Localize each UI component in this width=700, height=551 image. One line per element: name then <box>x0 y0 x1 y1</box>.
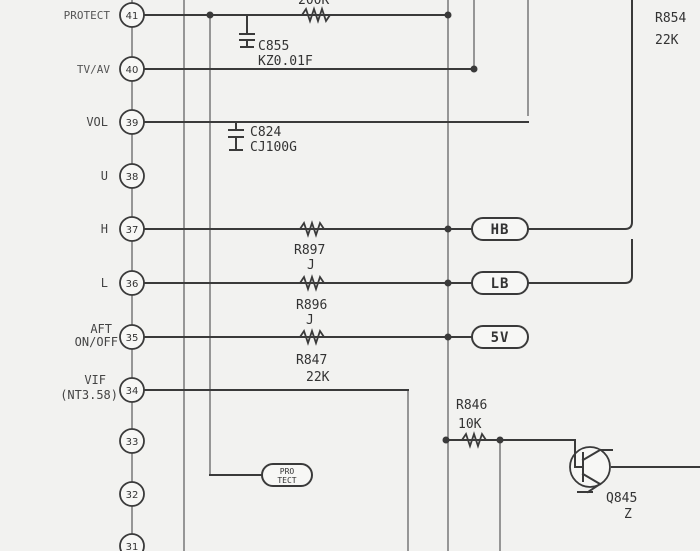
junction-dot <box>444 279 452 287</box>
pin-39: 39 VOL <box>86 109 145 135</box>
junction-dot <box>444 11 452 19</box>
pin-number: 39 <box>126 118 139 129</box>
pin-34: 34 VIF (NT3.58) <box>60 373 145 403</box>
label-r854: R854 <box>655 11 686 26</box>
label-r-top: 200K <box>298 0 329 8</box>
resistor-r846 <box>461 431 487 449</box>
pin-number: 31 <box>126 542 139 551</box>
pin-number: 33 <box>126 437 139 448</box>
label-c824-value: CJ100G <box>250 140 297 155</box>
label-q845-value: Z <box>624 507 632 522</box>
capacitor-c824 <box>228 121 244 151</box>
pin-label: L <box>101 276 108 290</box>
pin-37: 37 H <box>101 216 145 242</box>
pin-number: 41 <box>126 11 139 22</box>
connector-5v: 5V <box>471 325 529 349</box>
resistor-r897 <box>299 220 325 238</box>
pin-label-2: ON/OFF <box>75 335 118 349</box>
pin-number: 35 <box>126 333 139 344</box>
junction-dot <box>444 333 452 341</box>
label-c855-value: KZ0.01F <box>258 54 313 69</box>
connector-5v-label: 5V <box>491 330 510 346</box>
pin-number: 32 <box>126 490 139 501</box>
pin-40: 40 TV/AV <box>77 56 145 82</box>
pin-33: 33 <box>119 428 145 454</box>
label-r896-value: J <box>306 313 314 328</box>
junction-dot <box>496 436 504 444</box>
resistor-r896 <box>299 274 325 292</box>
label-r846: R846 <box>456 398 487 413</box>
pin-label: AFT <box>90 322 112 336</box>
connector-lb: LB <box>471 271 529 295</box>
resistor-200k <box>301 6 331 24</box>
label-r846-value: 10K <box>458 417 482 432</box>
pin-36: 36 L <box>101 270 145 296</box>
pin-label: U <box>101 169 108 183</box>
pin-label: TV/AV <box>77 63 110 76</box>
pin-label: H <box>101 222 108 236</box>
wire-r854-hb <box>527 0 633 230</box>
pin-38: 38 U <box>101 163 145 189</box>
pin-number: 38 <box>126 172 139 183</box>
capacitor-c855 <box>239 14 255 48</box>
pin-number: 37 <box>126 225 139 236</box>
transistor-q845 <box>569 439 613 494</box>
pin-35: 35 AFT ON/OFF <box>75 322 145 350</box>
pin-label: VIF <box>84 373 106 387</box>
pin-number: 34 <box>126 386 139 397</box>
pin-number: 36 <box>126 279 139 290</box>
pin-number: 40 <box>126 65 139 76</box>
label-r897-value: J <box>307 258 315 273</box>
pin-label: PROTECT <box>64 9 111 22</box>
junction-dot <box>470 65 478 73</box>
junction-dot <box>444 225 452 233</box>
label-r854-value: 22K <box>655 33 679 48</box>
connector-hb: HB <box>471 217 529 241</box>
label-c824: C824 <box>250 125 281 140</box>
connector-protect-label-2: TECT <box>277 476 296 485</box>
label-q845: Q845 <box>606 491 637 506</box>
pin-41: 41 PROTECT <box>64 2 145 28</box>
label-r896: R896 <box>296 298 327 313</box>
pin-label: VOL <box>86 115 108 129</box>
pin-label-2: (NT3.58) <box>60 388 118 402</box>
label-r897: R897 <box>294 243 325 258</box>
junction-dot <box>442 436 450 444</box>
wire-lb-return <box>527 239 633 284</box>
connector-hb-label: HB <box>491 222 510 238</box>
label-c855: C855 <box>258 39 289 54</box>
pin-32: 32 <box>119 481 145 507</box>
label-r847-value: 22K <box>306 370 330 385</box>
connector-lb-label: LB <box>491 276 510 292</box>
resistor-r847 <box>299 328 325 346</box>
pin-31: 31 <box>119 533 145 551</box>
connector-protect-label: PRO <box>280 467 295 476</box>
junction-dot <box>206 11 214 19</box>
label-r847: R847 <box>296 353 327 368</box>
connector-protect: PRO TECT <box>261 463 313 487</box>
